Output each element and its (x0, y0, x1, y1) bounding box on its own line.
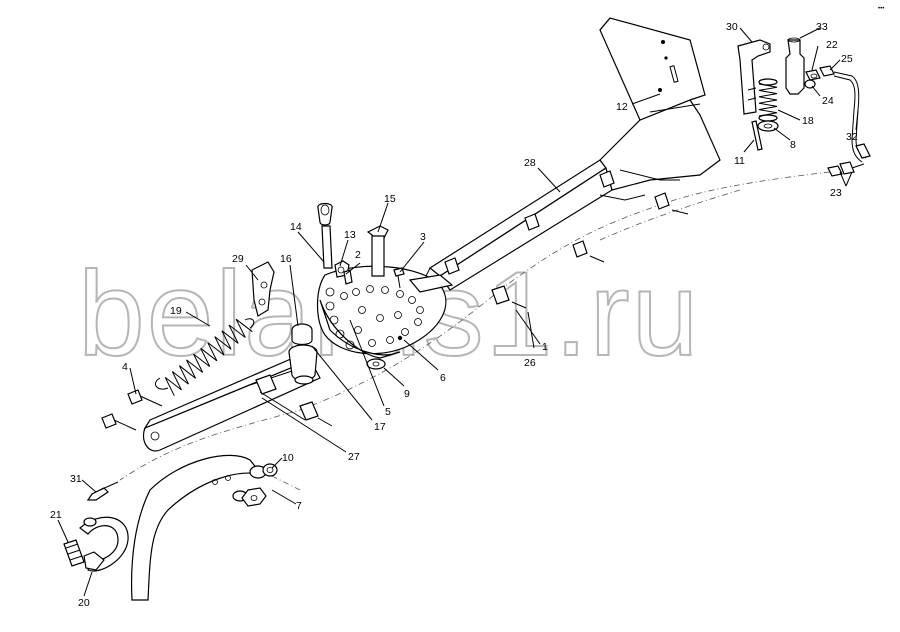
fitting-21 (63, 539, 85, 567)
fittings-23 (827, 161, 865, 177)
clamp-20 (79, 516, 129, 572)
beam-brackets (444, 170, 689, 309)
callout-31: 31 (70, 473, 82, 485)
callout-32: 32 (846, 131, 858, 143)
fitting-31 (86, 481, 119, 501)
callout-13: 13 (344, 229, 356, 241)
callout-10: 10 (282, 452, 294, 464)
washer-8 (757, 120, 779, 132)
callout-5: 5 (385, 406, 391, 418)
nut-10 (249, 463, 278, 479)
callouts: 30 33 22 25 24 32 18 8 11 12 23 28 15 14… (50, 21, 858, 609)
callout-23: 23 (830, 187, 842, 199)
clamp-brackets (255, 374, 333, 427)
callout-24: 24 (822, 95, 834, 107)
callout-26: 26 (524, 357, 536, 369)
callout-16: 16 (280, 253, 292, 265)
curved-strap (131, 454, 264, 601)
callout-33: 33 (816, 21, 828, 33)
part-33 (785, 37, 805, 95)
callout-22: 22 (826, 39, 838, 51)
pin-14 (317, 202, 333, 269)
bushing-17 (288, 344, 318, 385)
nipple-22 (805, 69, 821, 81)
washer-24 (804, 79, 816, 89)
callout-3: 3 (420, 231, 426, 243)
nut-25 (819, 65, 835, 77)
callout-17: 17 (374, 421, 386, 433)
callout-2: 2 (355, 249, 361, 261)
pin-11 (751, 120, 763, 151)
callout-11: 11 (734, 155, 745, 167)
pipe-32 (833, 71, 871, 163)
nut-7 (232, 487, 267, 507)
bushing-16 (291, 323, 313, 346)
callout-4: 4 (122, 361, 128, 373)
corner-mark: ••• (878, 6, 884, 12)
spring-19 (155, 318, 255, 396)
elbow-30 (737, 39, 771, 115)
callout-18: 18 (802, 115, 814, 127)
callout-15: 15 (384, 193, 396, 205)
callout-14: 14 (290, 221, 302, 233)
bolts-4 (101, 389, 163, 431)
callout-8: 8 (790, 139, 796, 151)
callout-9: 9 (404, 388, 410, 400)
callout-21: 21 (50, 509, 62, 521)
washer-9 (366, 358, 386, 370)
callout-12: 12 (616, 101, 628, 113)
main-beam (424, 17, 721, 291)
callout-7: 7 (296, 500, 302, 512)
callout-1: 1 (542, 341, 548, 353)
leader-lines (57, 27, 859, 597)
turntable-plate (316, 265, 454, 359)
callout-20: 20 (78, 597, 90, 609)
callout-27: 27 (348, 451, 360, 463)
callout-25: 25 (841, 53, 853, 65)
callout-6: 6 (440, 372, 446, 384)
callout-30: 30 (726, 21, 738, 33)
callout-28: 28 (524, 157, 536, 169)
bracket-29 (251, 261, 275, 317)
spring-18 (758, 78, 778, 122)
callout-19: 19 (170, 305, 182, 317)
callout-29: 29 (232, 253, 244, 265)
